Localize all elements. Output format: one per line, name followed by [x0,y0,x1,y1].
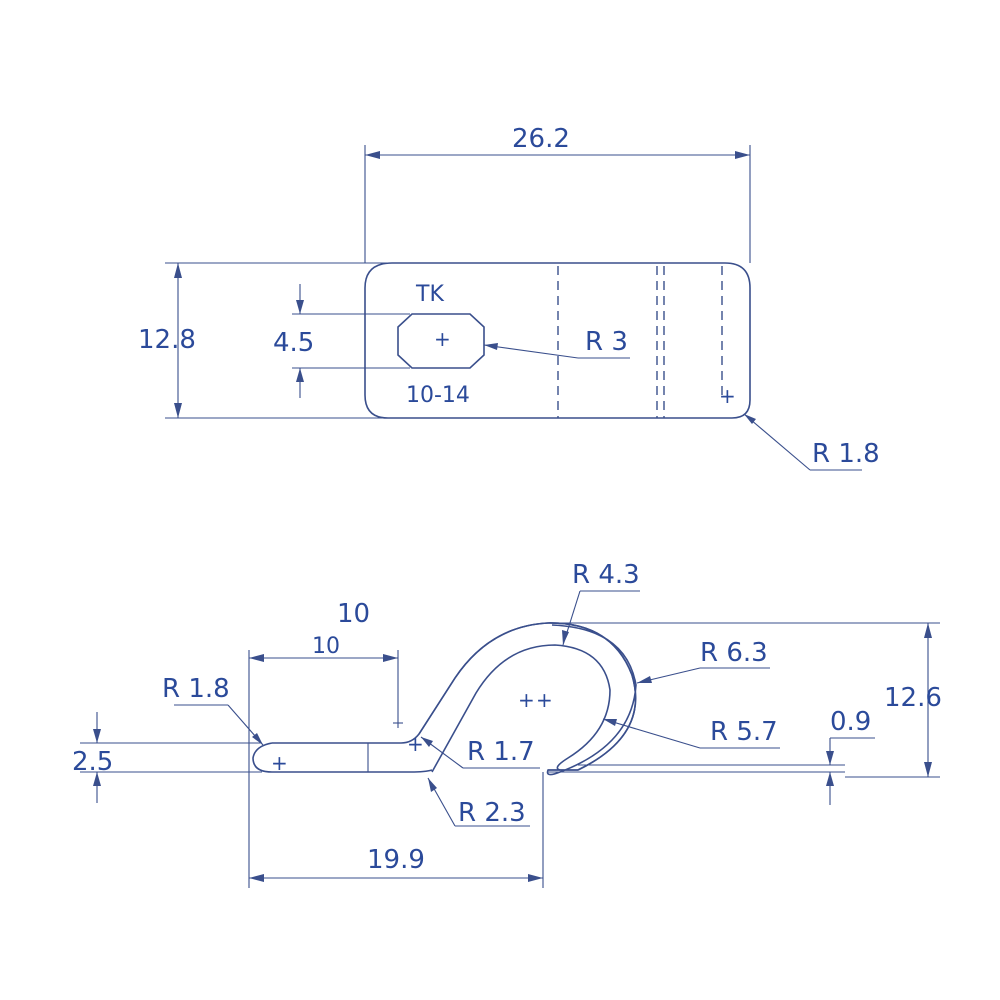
height-dim-label: 12.8 [138,325,196,355]
width-dim-label: 26.2 [512,124,570,154]
slot-radius-arrow [484,343,498,350]
slot-radius-label: R 3 [585,327,628,357]
base-arrow-right [528,874,543,882]
r63-arrow [637,676,652,683]
r43-label: R 4.3 [572,560,640,590]
top-view-outline [364,262,751,419]
slot-radius-leader [483,344,579,359]
r43-arrow [562,630,569,645]
r57-label: R 5.7 [710,717,778,747]
top-view: + + TK 10-14 26.2 12.8 4.5 R 3 [138,124,880,471]
slot-center-mark: + [434,327,451,351]
flat-dim-label-large: 10 [337,599,370,629]
r17-label: R 1.7 [467,737,535,767]
gap-dim-label: 0.9 [830,707,871,737]
flat-dim-label-small: 10 [312,634,340,659]
thick-arrow-bottom [93,772,101,786]
h126-arrow-bottom [924,762,932,777]
corner-radius-arrow [744,414,756,424]
r23-label: R 2.3 [458,798,526,828]
r23-arrow [428,778,437,792]
width-arrow-right [735,151,750,159]
clip-base [272,769,433,773]
h126-arrow-top [924,623,932,638]
r57-arrow [603,719,617,726]
marking-top: TK [415,282,444,307]
clip-tip [252,742,273,773]
r17-arrow [421,737,433,747]
tip-radius-label: R 1.8 [162,674,230,704]
gap-arrow-bottom [826,772,834,786]
clip-inner-curve [431,644,611,773]
flat-arrow-right [383,654,398,662]
marking-bottom: 10-14 [406,383,470,408]
width-arrow-left [365,151,380,159]
r63-label: R 6.3 [700,638,768,668]
thick-arrow-top [93,729,101,743]
clip-outer-top [418,622,637,771]
loop-center-mark-2: + [536,688,553,712]
side-view: + + + + 10 10 R 1.8 2.5 R 4.3 [72,560,942,888]
height-arrow-bottom [174,403,182,418]
height-arrow-top [174,263,182,278]
base-arrow-left [249,874,264,882]
tip-radius-arrow [252,733,263,745]
corner-center-mark: + [719,384,736,408]
bend-center-mark: + [407,732,424,756]
base-dim-label: 19.9 [367,845,425,875]
slot-arrow-top [296,300,304,314]
gap-arrow-top [826,751,834,765]
slot-outline [397,313,485,369]
slot-dim-label: 4.5 [273,328,314,358]
r57-leader [602,718,701,749]
loop-center-mark-1: + [518,688,535,712]
corner-radius-leader [743,413,811,471]
corner-radius-label: R 1.8 [812,439,880,469]
thick-dim-label: 2.5 [72,747,113,777]
h126-dim-label: 12.6 [884,683,942,713]
slot-arrow-bottom [296,368,304,382]
tip-center-mark: + [271,751,288,775]
flat-arrow-left [249,654,264,662]
